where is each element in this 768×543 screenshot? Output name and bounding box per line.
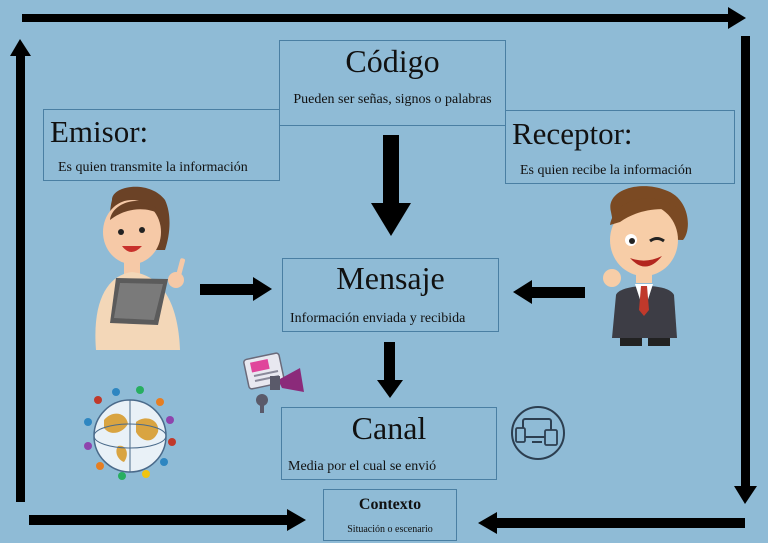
node-canal: Canal Media por el cual se envió xyxy=(281,407,497,480)
node-description: Pueden ser señas, signos o palabras xyxy=(293,92,492,107)
node-description: Es quien recibe la información xyxy=(520,163,692,178)
arrow-mensaje-to-canal xyxy=(377,342,403,398)
node-receptor: Receptor: Es quien recibe la información xyxy=(505,110,735,184)
globe-people-illustration xyxy=(84,386,176,480)
frame-arrow-bottom-right xyxy=(478,512,745,534)
devices-icon xyxy=(511,406,565,460)
node-title: Código xyxy=(345,43,440,79)
node-description: Información enviada y recibida xyxy=(290,311,466,326)
node-title: Receptor: xyxy=(512,116,633,151)
node-title: Mensaje xyxy=(336,260,445,296)
node-description: Situación o escenario xyxy=(347,524,433,535)
node-title: Contexto xyxy=(358,496,422,513)
node-title: Emisor: xyxy=(50,114,149,149)
man-winking-illustration xyxy=(603,186,688,346)
arrow-receptor-to-mensaje xyxy=(513,280,585,304)
node-codigo: Código Pueden ser señas, signos o palabr… xyxy=(279,40,506,126)
node-emisor: Emisor: Es quien transmite la informació… xyxy=(43,109,280,181)
node-description: Media por el cual se envió xyxy=(288,459,437,474)
woman-tablet-illustration xyxy=(95,186,186,350)
arrow-codigo-to-mensaje xyxy=(371,135,411,236)
frame-arrow-right xyxy=(734,36,757,504)
node-description: Es quien transmite la información xyxy=(58,160,248,175)
frame-arrow-top xyxy=(22,7,746,29)
node-contexto: Contexto Situación o escenario xyxy=(323,489,457,541)
node-title: Canal xyxy=(351,410,427,446)
arrow-emisor-to-mensaje xyxy=(200,277,272,301)
media-icons-illustration xyxy=(243,352,304,413)
node-mensaje: Mensaje Información enviada y recibida xyxy=(282,258,499,332)
frame-arrow-bottom-left xyxy=(29,509,306,531)
frame-arrow-left xyxy=(10,39,31,502)
